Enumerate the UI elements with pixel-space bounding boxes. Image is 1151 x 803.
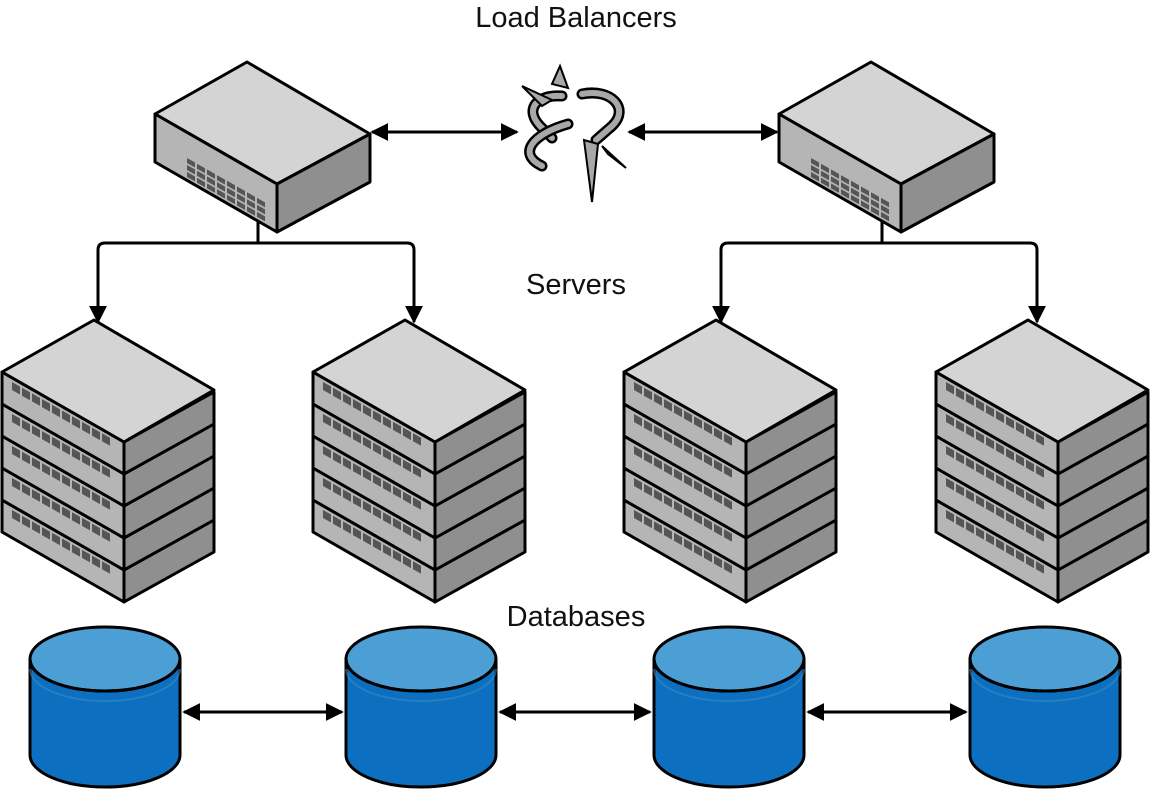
databases-label: Databases — [507, 601, 646, 633]
server-stack-icon — [934, 318, 1150, 604]
server-stack-icon — [622, 318, 838, 604]
database-cylinder-icon — [344, 625, 498, 789]
server-stack-icon — [0, 318, 216, 604]
load-balancer-icon — [777, 60, 996, 234]
lb-left-connectors — [89, 222, 423, 324]
database-cylinder-icon — [652, 625, 806, 789]
lb-right-connectors — [712, 222, 1046, 324]
database-cylinder-icon — [28, 625, 182, 789]
server-stack-icon — [311, 318, 527, 604]
load-balancer-icon — [153, 60, 372, 234]
database-cylinder-icon — [968, 625, 1122, 789]
broken-link-icon — [521, 63, 627, 203]
load-balancers-label: Load Balancers — [475, 2, 677, 34]
servers-label: Servers — [526, 269, 626, 301]
